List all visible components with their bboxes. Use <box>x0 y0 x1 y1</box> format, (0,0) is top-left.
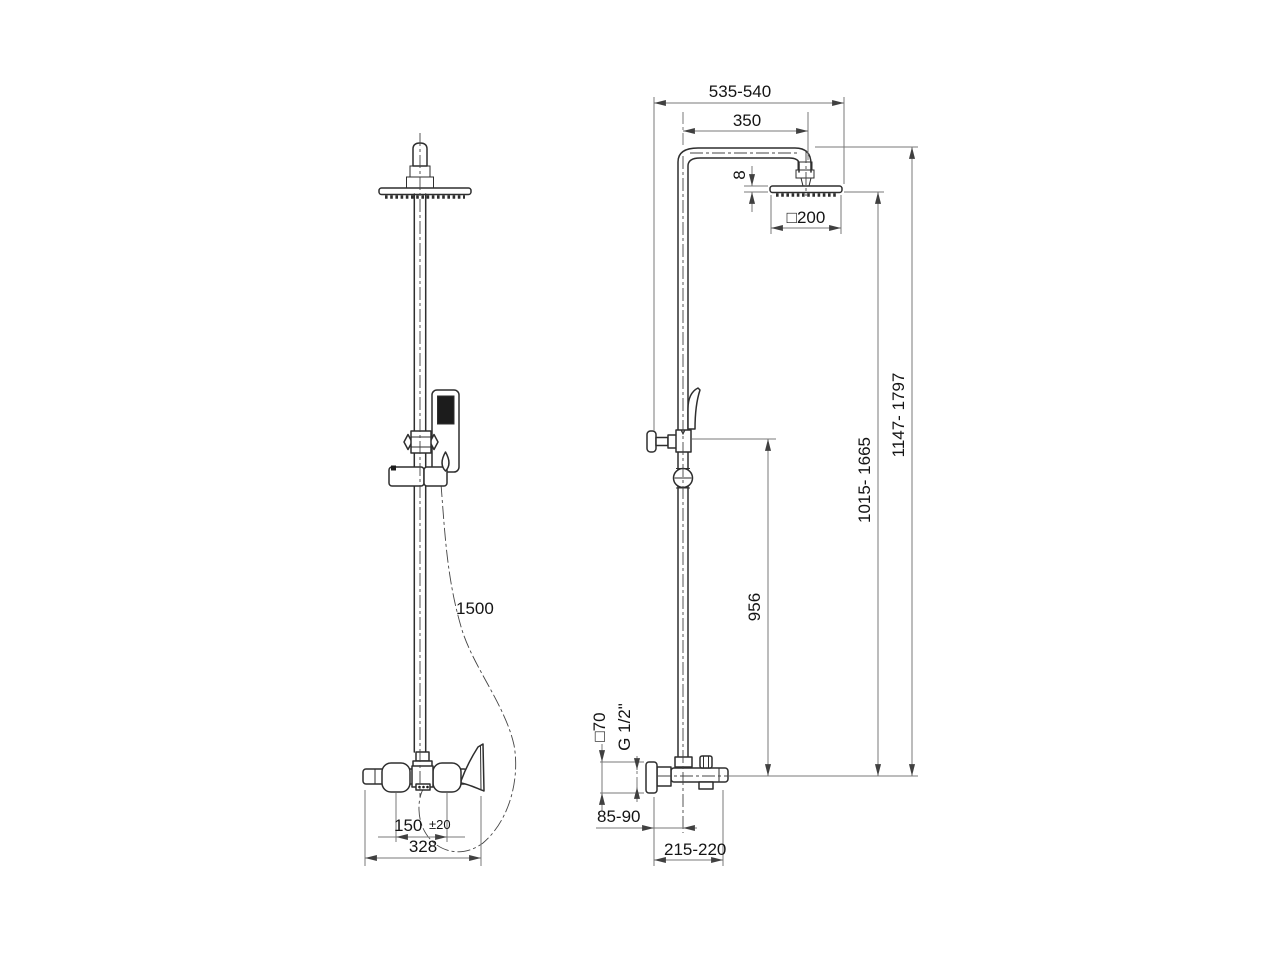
label-riser-length: 956 <box>745 593 764 621</box>
hose-nipple <box>441 451 450 472</box>
label-thread-size: G 1/2" <box>615 703 634 751</box>
label-handle-spacing-tolerance: ±20 <box>429 817 451 832</box>
dim-overall-width: 328 <box>364 790 482 866</box>
label-overall-height: 1147- 1797 <box>889 373 908 458</box>
label-wall-to-riser: 85-90 <box>597 807 640 826</box>
front-view: 1500 150 ±20 328 <box>362 133 517 866</box>
label-overall-width: 328 <box>409 837 437 856</box>
dim-thread-size: G 1/2" <box>615 703 641 802</box>
dim-arm-projection: 350 <box>682 111 809 160</box>
label-height-to-head: 1015- 1665 <box>855 437 874 523</box>
dim-hose-length: 1500 <box>456 599 494 618</box>
dim-overall-depth: 535-540 <box>653 82 845 431</box>
label-handle-spacing: 150 <box>394 816 422 835</box>
side-view: 535-540 350 8 □200 1015- 166 <box>590 82 918 866</box>
dim-head-size: □200 <box>770 195 842 234</box>
label-head-thickness: 8 <box>730 170 749 179</box>
label-arm-projection: 350 <box>733 111 761 130</box>
label-wall-to-spout: 215-220 <box>664 840 726 859</box>
hand-shower-hose <box>418 483 517 853</box>
mixer-front <box>362 743 485 793</box>
riser-and-arm-side <box>677 147 815 759</box>
dim-handle-spacing: 150 ±20 <box>378 793 465 842</box>
holder-hook-side <box>687 387 701 430</box>
label-overall-depth: 535-540 <box>709 82 771 101</box>
dim-head-thickness: 8 <box>730 166 768 212</box>
label-escutcheon-size: □70 <box>590 712 609 741</box>
slider-holder <box>388 451 450 487</box>
mixer-side <box>645 755 729 794</box>
diverter-knob <box>699 755 713 769</box>
wall-bracket-side <box>646 429 692 453</box>
dim-overall-height: 1147- 1797 <box>815 146 918 776</box>
label-head-size: □200 <box>787 208 826 227</box>
mixer-handle-left <box>381 762 411 793</box>
mixer-escutcheon-side <box>645 761 658 794</box>
bath-spout-front <box>460 743 485 792</box>
label-hose-length: 1500 <box>456 599 494 618</box>
dim-wall-to-spout: 215-220 <box>653 790 726 866</box>
dim-height-to-head: 1015- 1665 <box>844 191 884 776</box>
dim-riser-length: 956 <box>692 438 776 776</box>
hand-shower <box>431 389 460 473</box>
dim-wall-to-riser: 85-90 <box>596 807 697 832</box>
mixer-handle-right <box>432 762 462 793</box>
wall-bracket-front <box>403 430 439 454</box>
